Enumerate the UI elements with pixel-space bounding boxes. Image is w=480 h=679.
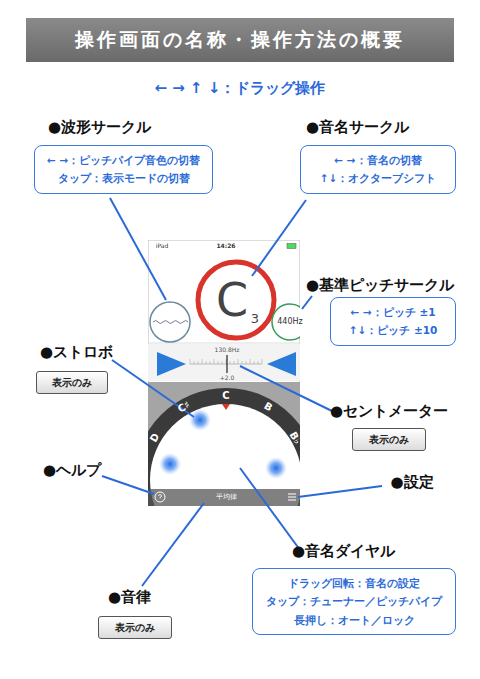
callout-heading: ●ストロボ	[40, 343, 113, 362]
display-only-box: 表示のみ	[36, 371, 108, 394]
operation-text: タップ：表示モードの切替	[47, 169, 200, 187]
operation-text: 長押し：オート／ロック	[265, 611, 443, 629]
cent-tick	[210, 361, 211, 364]
cent-tick	[222, 361, 223, 364]
callout-node: ●音名サークル ← →：音名の切替↑↓：オクターブシフト	[300, 118, 456, 194]
operation-text: ← →：音名の切替	[313, 151, 443, 169]
cent-strip	[148, 344, 300, 381]
dial-ring	[148, 388, 300, 506]
operation-box: ← →：ピッチ ±1↑↓：ピッチ ±10	[330, 297, 456, 346]
operation-text: ↑↓：オクターブシフト	[313, 169, 443, 187]
settings-icon	[288, 494, 296, 500]
callout-node: ●音律表示のみ	[98, 588, 172, 639]
callout-heading: ●基準ピッチサークル	[306, 276, 454, 295]
leader-line	[252, 200, 306, 276]
bottom-bar	[148, 489, 300, 506]
cent-tick	[194, 361, 195, 364]
leader-line	[142, 503, 204, 586]
operation-text: タップ：チューナー／ピッチパイプ	[265, 592, 443, 610]
cent-value: +2.0	[220, 375, 235, 381]
callout-node: ●基準ピッチサークル← →：ピッチ ±1↑↓：ピッチ ±10	[330, 276, 456, 346]
operation-text: ドラッグ回転：音名の設定	[265, 574, 443, 592]
callout-heading: ●音律	[108, 588, 151, 607]
leader-line	[240, 468, 300, 550]
help-icon	[158, 495, 161, 499]
callout-heading: ●波形サークル	[48, 118, 151, 137]
instruction-text: ← → ↑ ↓：ドラッグ操作	[155, 81, 326, 96]
strobe-arrow	[157, 352, 186, 376]
callout-node: ●ストロボ表示のみ	[36, 343, 108, 394]
pitch-value: 440Hz	[277, 318, 302, 326]
cent-tick	[218, 361, 219, 364]
callout-node: ●波形サークル ← →：ピッチパイプ音色の切替タップ：表示モードの切替	[34, 118, 213, 194]
cent-tick	[206, 361, 207, 364]
callout-heading: ●ヘルプ	[43, 463, 101, 478]
leader-line	[302, 296, 312, 309]
operation-text: ← →：ピッチ ±1	[343, 303, 443, 321]
cent-tick	[198, 361, 199, 364]
leader-line	[112, 360, 194, 417]
operation-box: ドラッグ回転：音名の設定タップ：チューナー／ピッチパイプ長押し：オート／ロック	[252, 568, 456, 635]
cent-tick	[262, 359, 263, 364]
strobe-dot	[159, 453, 181, 475]
title-band: 操作画面の名称・操作方法の概要	[26, 18, 454, 62]
operation-text: 表示のみ	[47, 375, 97, 390]
dial-note: C	[222, 391, 229, 401]
strobe-arrow	[267, 352, 296, 376]
cent-tick	[226, 359, 227, 364]
status-text: 14:26	[216, 243, 235, 249]
cent-tick	[234, 361, 235, 364]
wave-circle	[150, 302, 190, 342]
operation-text: ↑↓：ピッチ ±10	[343, 321, 443, 339]
temperament-text: 平均律	[216, 494, 237, 501]
cent-ticks	[190, 359, 262, 364]
callout-heading: ●音名ダイヤル	[292, 542, 395, 561]
waveform	[153, 321, 188, 324]
status-text: iPad	[156, 243, 169, 249]
cent-tick	[190, 359, 191, 364]
note-name: C	[216, 277, 248, 323]
pitch-circle	[272, 304, 300, 340]
cent-tick	[258, 361, 259, 364]
leader-line	[298, 486, 382, 497]
cent-tick	[202, 359, 203, 364]
operation-box: ← →：ピッチパイプ音色の切替タップ：表示モードの切替	[34, 145, 213, 194]
display-only-box: 表示のみ	[352, 428, 426, 451]
cent-tick	[242, 361, 243, 364]
callout-node: ●セントメーター表示のみ	[352, 402, 426, 451]
cent-tick	[230, 361, 231, 364]
callout-heading: ●音名サークル	[306, 118, 409, 137]
strobe-dot	[265, 457, 287, 479]
leader-line	[102, 476, 154, 494]
cent-tick	[250, 359, 251, 364]
note-circle	[198, 262, 274, 338]
help-icon	[155, 492, 165, 502]
cent-needle	[226, 355, 227, 373]
cent-tick	[238, 359, 239, 364]
battery-icon	[287, 244, 296, 249]
cent-tick	[246, 361, 247, 364]
operation-text: 表示のみ	[363, 432, 415, 447]
display-only-box: 表示のみ	[98, 616, 172, 639]
leader-line	[110, 198, 166, 300]
callout-heading: ●セントメーター	[330, 402, 448, 421]
phone-screen	[148, 240, 300, 506]
frequency-value: 130.8Hz	[215, 347, 240, 353]
octave-number: 3	[251, 312, 259, 325]
title-text: 操作画面の名称・操作方法の概要	[75, 27, 405, 53]
operation-text: ← →：ピッチパイプ音色の切替	[47, 151, 200, 169]
operation-box: ← →：音名の切替↑↓：オクターブシフト	[300, 145, 456, 194]
cent-tick	[214, 359, 215, 364]
strobe-dot	[189, 409, 211, 431]
callout-heading: ●設定	[390, 475, 433, 490]
dial-marker	[222, 404, 230, 410]
operation-text: 表示のみ	[109, 620, 161, 635]
leader-line	[240, 366, 334, 412]
callout-node: ●音名ダイヤルドラッグ回転：音名の設定タップ：チューナー／ピッチパイプ長押し：オ…	[252, 542, 456, 635]
cent-tick	[254, 361, 255, 364]
